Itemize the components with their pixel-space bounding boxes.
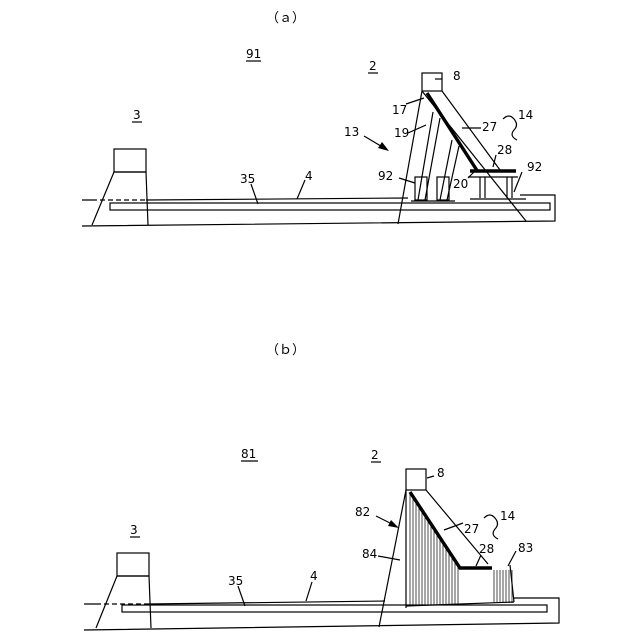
figure-a: （ａ） [82,11,555,226]
structure-3-b-top-box [117,553,149,576]
label-84: 84 [362,547,377,561]
label-35-b: 35 [228,574,243,588]
label-8: 8 [453,69,461,83]
label-4-b: 4 [310,569,318,583]
structure-3-top-box [114,149,146,172]
leader-92-right [514,172,522,192]
leader-8-b [427,476,434,478]
label-14-b: 14 [500,509,515,523]
leader-84 [378,556,400,560]
leader-17 [406,98,424,104]
label-28-b: 28 [479,542,494,556]
label-20: 20 [453,177,468,191]
label-2-b: 2 [371,448,379,462]
leader-28-b [476,555,481,566]
bracket-14-b [484,515,498,539]
structure-3-b-base [96,576,151,628]
figure-b: （ｂ） [84,343,559,630]
leader-35 [251,184,258,204]
label-19: 19 [394,126,409,140]
label-82: 82 [355,505,370,519]
leader-83 [508,551,516,566]
leader-92-left [399,178,415,183]
head-box-8-b [406,469,426,490]
label-4: 4 [305,169,313,183]
label-81: 81 [241,447,256,461]
structure-3-b [96,553,151,628]
leader-19 [408,125,426,133]
label-14: 14 [518,108,533,122]
platform-leg-right [507,177,512,198]
label-8-b: 8 [437,466,445,480]
hatch-84 [410,494,458,605]
foundation [82,195,555,226]
arrow-82-head [388,520,399,528]
structure-3-base [92,172,148,225]
label-28: 28 [497,143,512,157]
label-13: 13 [344,125,359,139]
label-27-b: 27 [464,522,479,536]
leader-27-b [444,523,463,530]
leader-4 [297,180,305,199]
arrow-13-head [378,142,389,151]
leader-4-b [306,582,312,601]
figure-b-caption: （ｂ） [266,343,305,358]
hatch-83 [494,570,512,603]
label-2: 2 [369,59,377,73]
label-92-right: 92 [527,160,542,174]
label-27: 27 [482,120,497,134]
arrow-82 [376,516,399,528]
label-3: 3 [133,108,141,122]
label-83: 83 [518,541,533,555]
label-17: 17 [392,103,407,117]
figure-a-caption: （ａ） [266,11,305,26]
label-35: 35 [240,172,255,186]
strip-35 [110,203,550,210]
platform-leg-20 [480,177,485,198]
label-92-left: 92 [378,169,393,183]
strip-35-b [122,605,547,612]
label-91: 91 [246,47,261,61]
head-box-8 [422,73,442,91]
foundation-line-4 [82,198,408,200]
label-3-b: 3 [130,523,138,537]
structure-3 [92,149,148,225]
arrow-13 [364,136,389,151]
bracket-14 [503,116,517,140]
